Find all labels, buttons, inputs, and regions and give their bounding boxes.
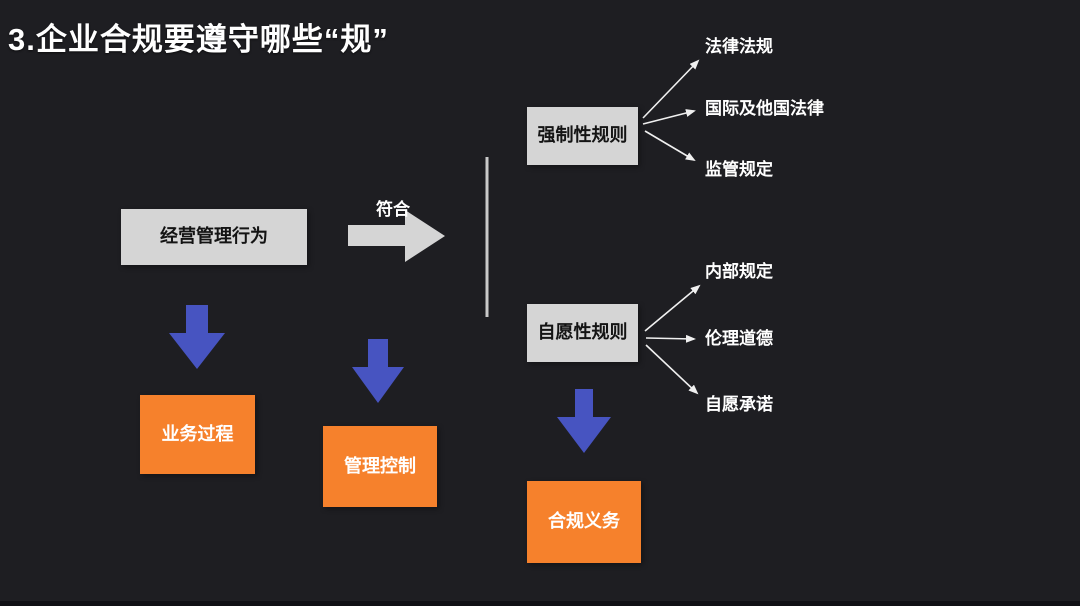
arrow-to-laws-icon [642,59,700,119]
comply-label: 符合 [376,200,410,219]
slide-bottom-edge [0,601,1080,606]
node-management-control: 管理控制 [323,426,437,507]
arrow-to-international-icon [642,109,696,125]
branch-ethics: 伦理道德 [705,329,773,348]
arrow-to-regulatory-icon [644,130,696,162]
down-arrow-to-control-icon [352,339,404,403]
slide-title: 3.企业合规要遵守哪些“规” [8,22,389,57]
arrow-to-internal-icon [644,284,701,332]
branch-regulatory: 监管规定 [705,160,773,179]
node-business-process: 业务过程 [140,395,255,474]
branch-voluntary-commitment: 自愿承诺 [705,395,773,414]
node-business-management: 经营管理行为 [121,209,307,265]
branch-internal-rules: 内部规定 [705,262,773,281]
node-voluntary-rules: 自愿性规则 [527,304,638,362]
node-mandatory-rules: 强制性规则 [527,107,638,165]
arrow-to-commitment-icon [645,344,699,395]
arrow-to-ethics-icon [645,334,696,343]
down-arrow-to-process-icon [169,305,225,369]
node-compliance-obligation: 合规义务 [527,481,641,563]
branch-laws: 法律法规 [705,37,773,56]
down-arrow-to-obligation-icon [557,389,611,453]
branch-international-law: 国际及他国法律 [705,99,824,118]
